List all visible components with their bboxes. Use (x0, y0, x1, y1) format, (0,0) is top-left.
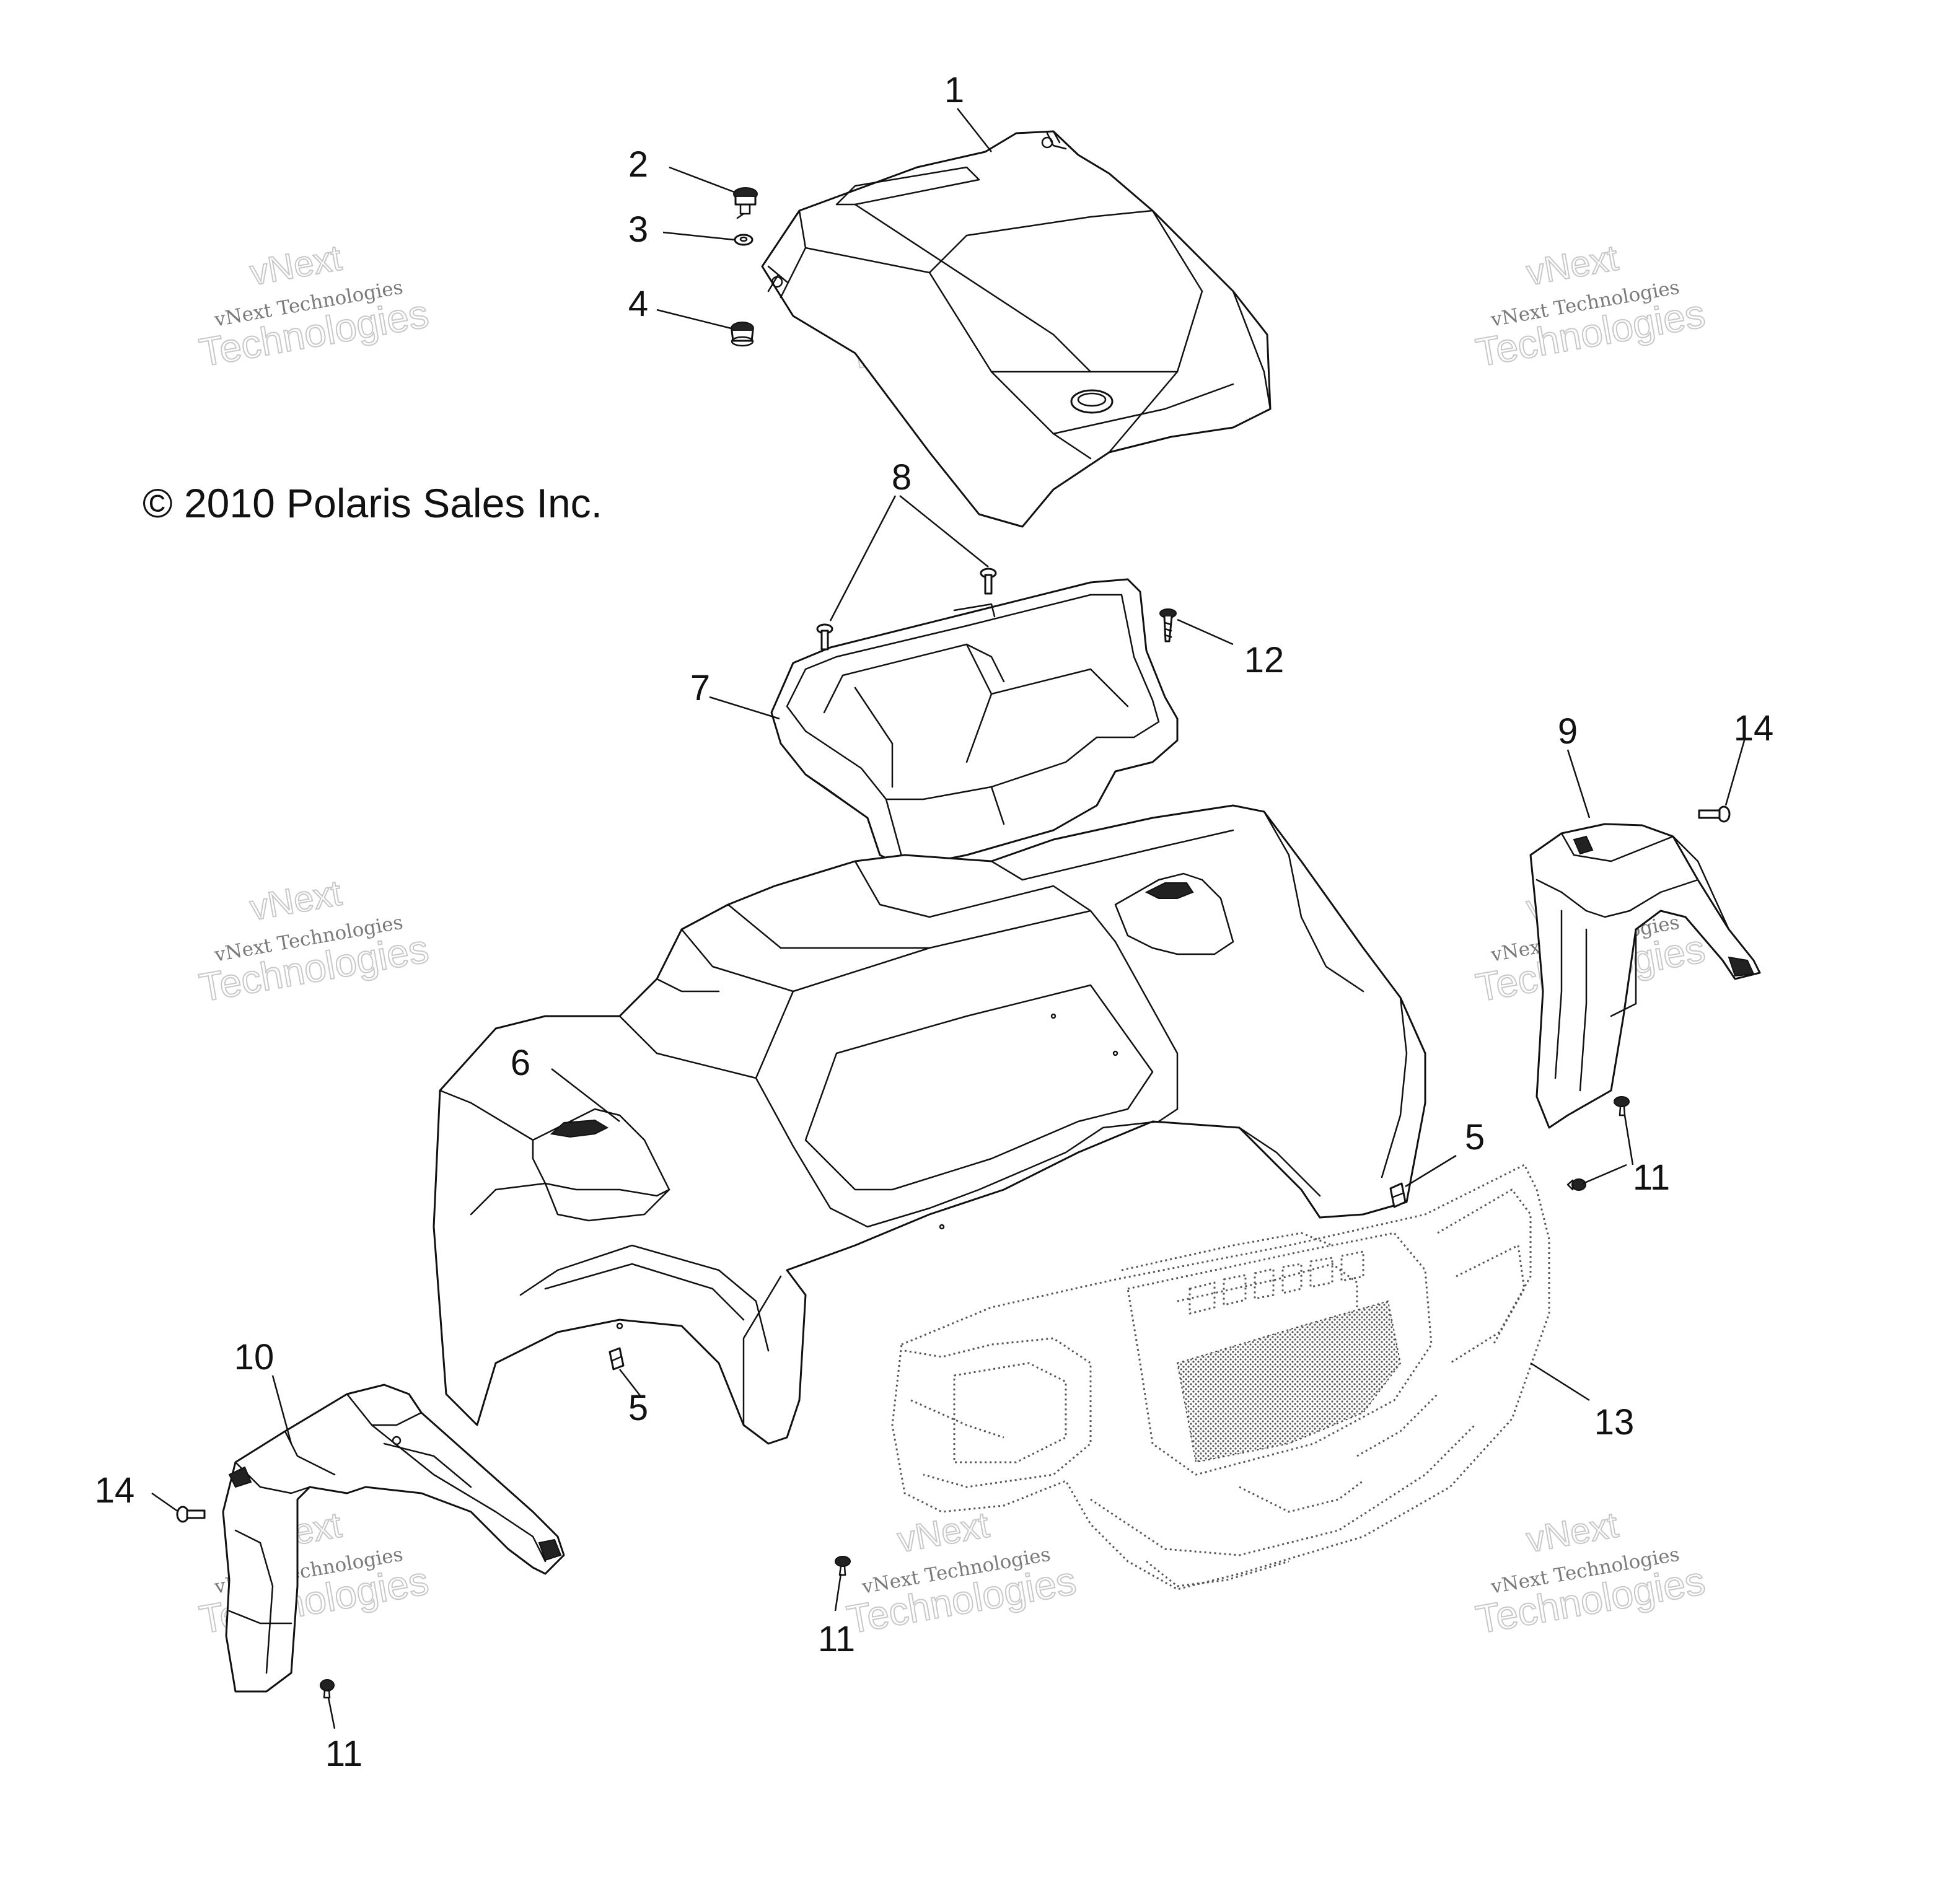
clip-5b (608, 1347, 625, 1371)
screw-12 (1159, 608, 1177, 643)
callout-12: 12 (1244, 640, 1285, 680)
washer-3 (734, 234, 753, 246)
pin-11d (320, 1679, 335, 1699)
pin-11a (1614, 1096, 1630, 1117)
part-clips-5 (608, 1182, 1407, 1371)
part-storage-tray (770, 578, 1179, 869)
callout-8: 8 (892, 457, 912, 498)
screw-8a (980, 568, 997, 595)
callout-14-right: 14 (1734, 708, 1774, 748)
callout-6: 6 (511, 1043, 530, 1083)
part-screws-8-12 (816, 568, 1177, 651)
callout-5-right: 5 (1465, 1117, 1485, 1157)
screw-14b (176, 1506, 206, 1523)
fastener-2 (733, 187, 758, 219)
callout-11-left: 11 (325, 1734, 362, 1774)
screw-14a (1698, 805, 1731, 823)
callout-3: 3 (628, 209, 648, 250)
part-hood-cover (761, 130, 1272, 528)
callout-5-left: 5 (628, 1388, 648, 1428)
callout-2: 2 (628, 144, 648, 185)
part-screws-14 (176, 805, 1731, 1523)
part-hardware-2-3-4 (731, 187, 758, 347)
part-main-body-panel (433, 804, 1426, 1445)
leader-lines (151, 108, 1746, 1729)
screw-8b (816, 623, 833, 651)
pin-11c (835, 1556, 851, 1576)
watermark-text: vNext (1524, 237, 1621, 293)
callout-4: 4 (628, 284, 648, 324)
watermark-text: vNext (1524, 1504, 1621, 1560)
pin-11b (1566, 1178, 1586, 1191)
callout-11-center: 11 (818, 1619, 855, 1659)
watermark: vNext vNext Technologies Technologies (195, 1504, 432, 1643)
watermark: vNext vNext Technologies Technologies (1472, 237, 1708, 375)
clip-5a (1389, 1182, 1407, 1208)
watermark-text: vNext (895, 1504, 992, 1560)
part-push-pins-11 (320, 1096, 1630, 1699)
watermark-text: vNext (247, 872, 345, 928)
callout-labels: 1 2 3 4 5 5 6 7 8 9 10 11 11 11 12 13 14… (95, 70, 1774, 1774)
part-left-fender (222, 1384, 565, 1693)
part-right-fender (1529, 823, 1761, 1129)
copyright-notice: © 2010 Polaris Sales Inc. (143, 480, 602, 526)
callout-14-left: 14 (95, 1470, 135, 1511)
watermark: vNext vNext Technologies Technologies (843, 1504, 1079, 1643)
part-front-bumper-grille (891, 1163, 1550, 1590)
callout-1: 1 (944, 70, 964, 110)
callout-9: 9 (1558, 711, 1578, 752)
callout-13: 13 (1594, 1402, 1635, 1442)
callout-11-right: 11 (1633, 1157, 1670, 1198)
watermark: vNext vNext Technologies Technologies (195, 872, 432, 1011)
watermark: vNext vNext Technologies Technologies (195, 237, 432, 375)
callout-10: 10 (234, 1337, 275, 1377)
callout-7: 7 (690, 668, 710, 708)
watermark-text: vNext (247, 237, 345, 293)
grommet-4 (731, 322, 754, 347)
watermark: vNext vNext Technologies Technologies (1472, 1504, 1708, 1643)
